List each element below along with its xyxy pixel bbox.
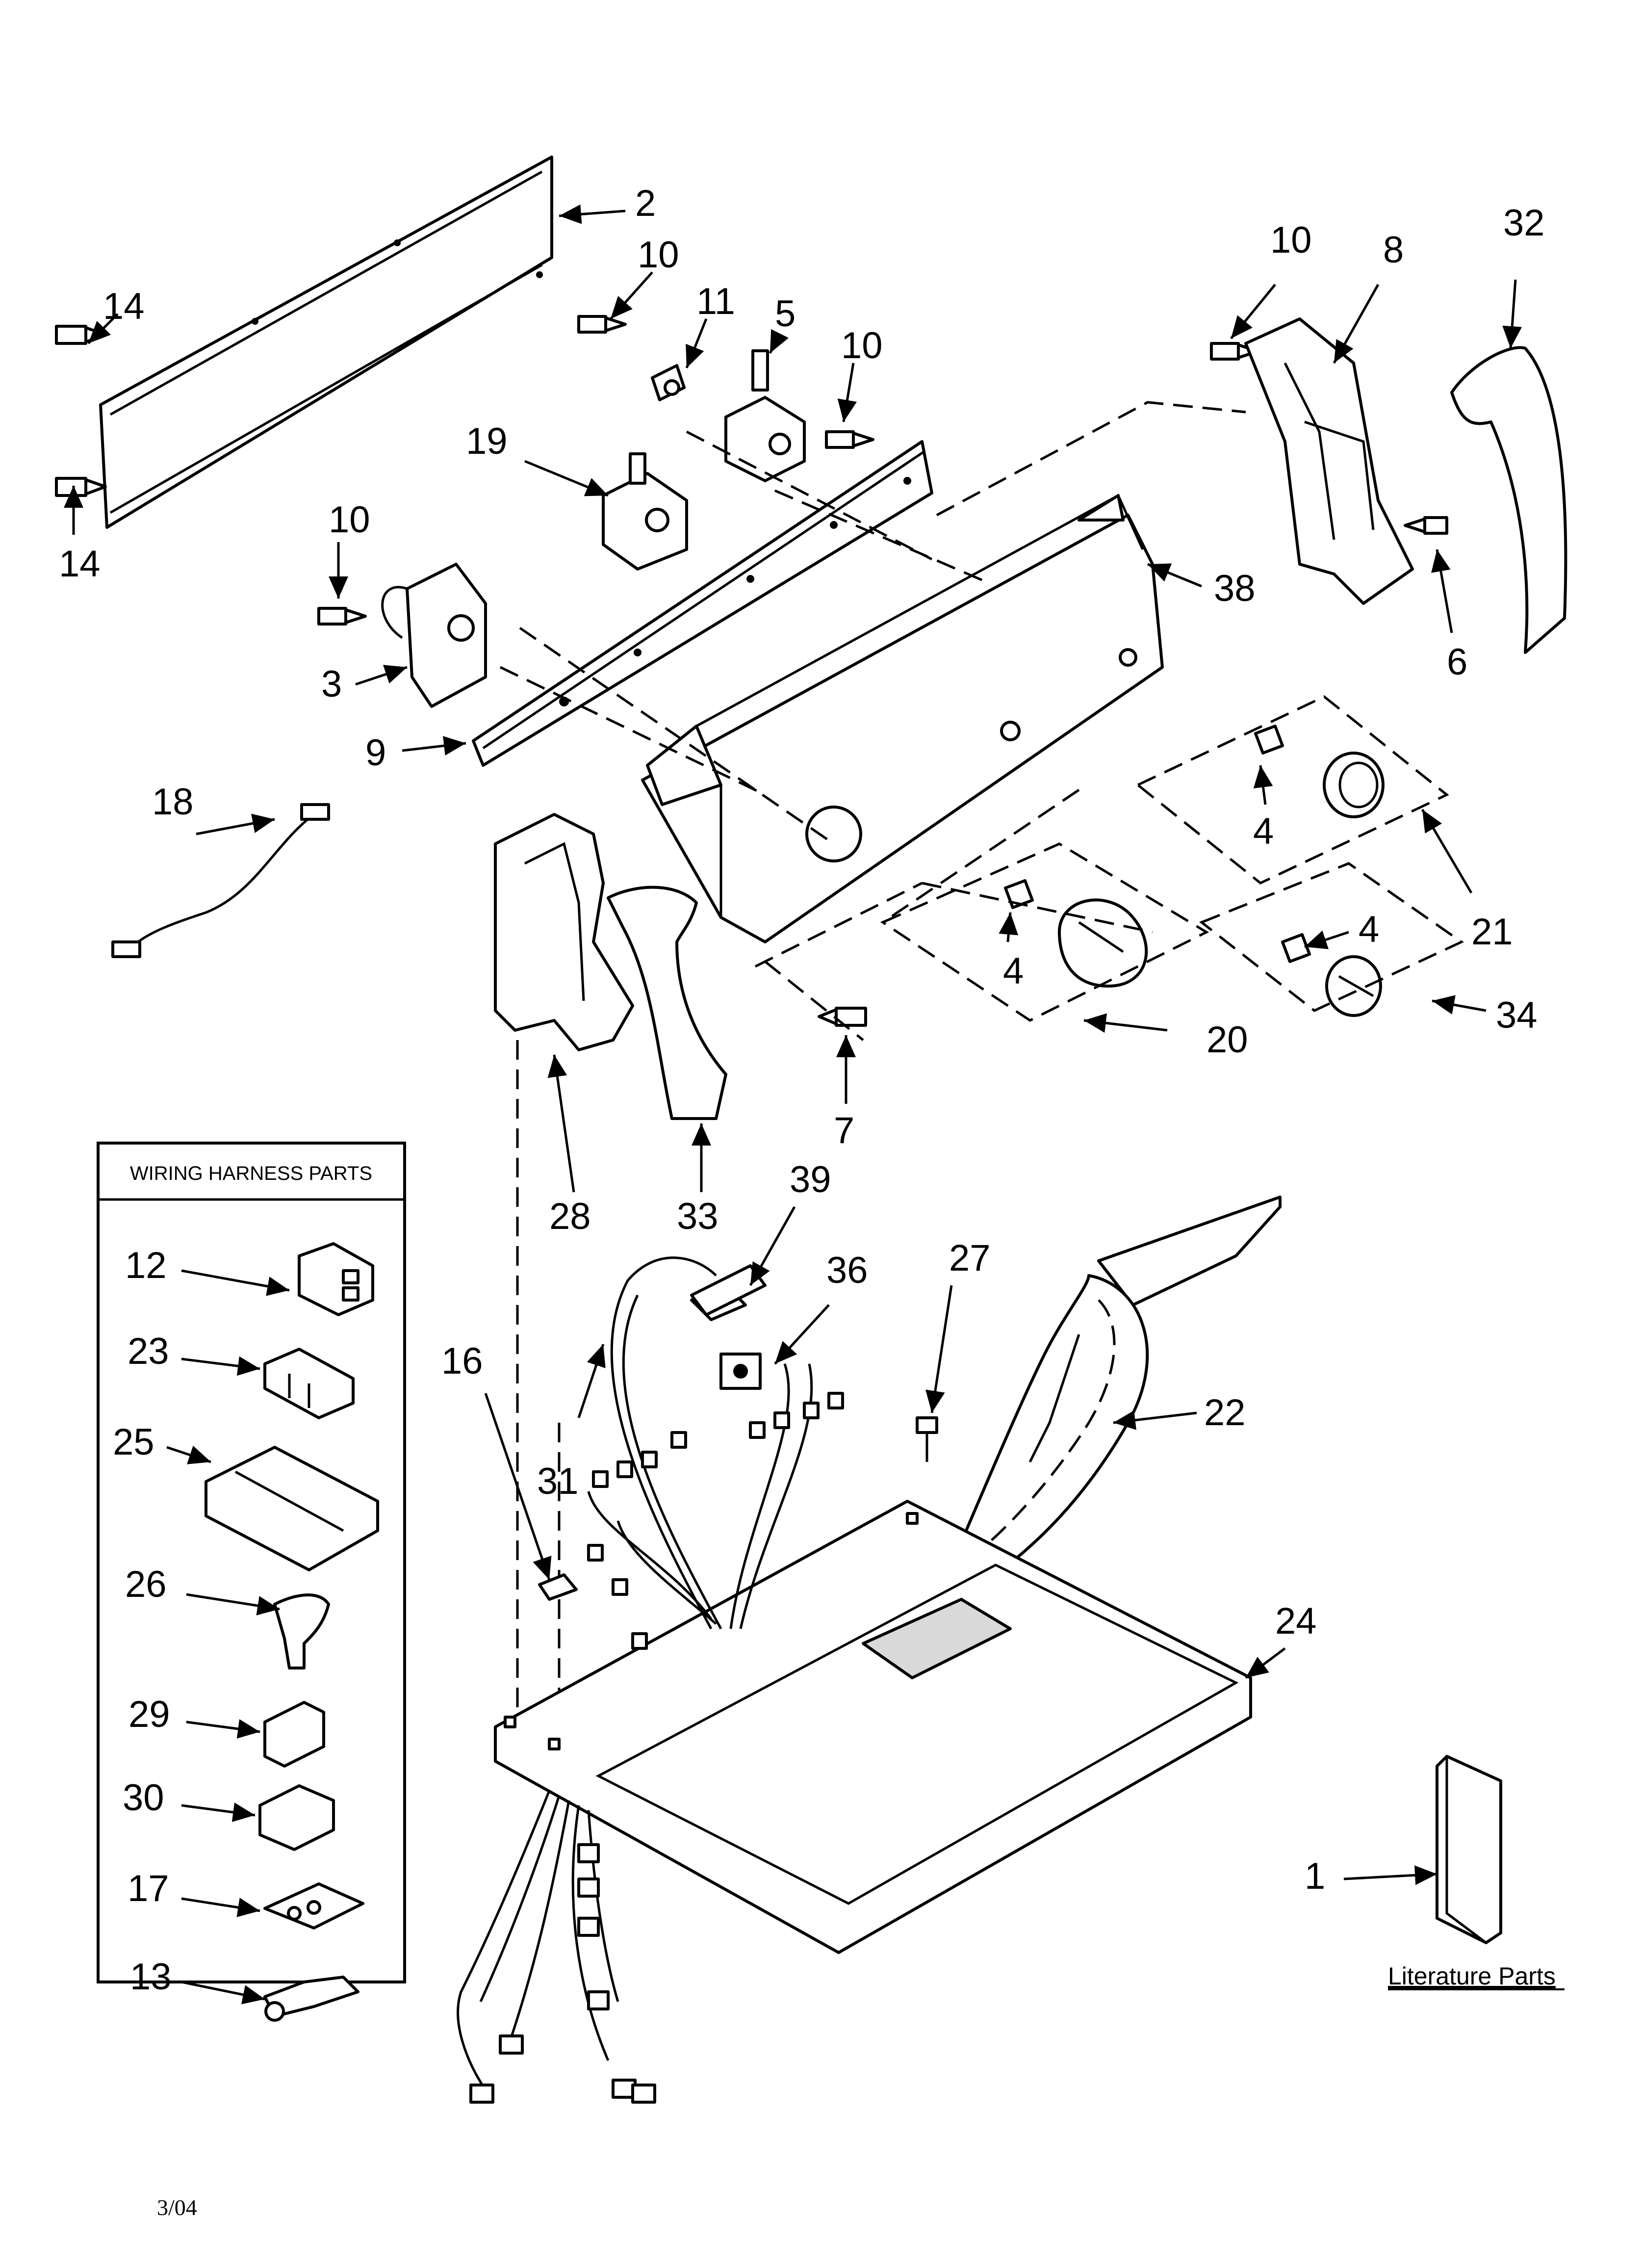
connector-part-36 <box>719 1353 762 1390</box>
callout-10-c: 10 <box>329 499 370 541</box>
wiring-item-30: 30 <box>123 1777 164 1819</box>
callout-4-c: 4 <box>1359 909 1379 950</box>
clip-part-11 <box>651 364 686 401</box>
bottom-harness-wires <box>457 1790 656 2104</box>
screw-part-10-a <box>577 315 627 334</box>
callout-39: 39 <box>790 1159 831 1200</box>
knob-part-21 <box>1254 725 1385 818</box>
wiring-item-29: 29 <box>128 1694 170 1735</box>
callout-10-a: 10 <box>638 234 679 276</box>
callout-2: 2 <box>635 182 656 224</box>
callout-14-upper: 14 <box>103 286 145 327</box>
callout-19: 19 <box>466 420 508 462</box>
console-part-38 <box>641 494 1164 943</box>
callout-3: 3 <box>321 663 342 705</box>
callout-34: 34 <box>1496 994 1538 1036</box>
wiring-item-26: 26 <box>125 1564 167 1605</box>
connector-part-29 <box>263 1701 325 1768</box>
callout-10-b: 10 <box>841 325 883 366</box>
wiring-item-12: 12 <box>125 1245 167 1286</box>
connector-part-17 <box>263 1882 364 1929</box>
switch-part-19 <box>602 452 688 571</box>
clip-part-26 <box>273 1593 330 1669</box>
callout-20: 20 <box>1206 1019 1248 1061</box>
end-cap-part-28 <box>494 813 634 1051</box>
callout-9: 9 <box>365 732 386 774</box>
terminal-part-13 <box>263 1976 359 2022</box>
switch-part-3 <box>381 563 487 708</box>
end-cap-part-8 <box>1244 317 1414 605</box>
literature-part-1 <box>1436 1755 1502 1944</box>
connector-part-39 <box>690 1264 767 1316</box>
wiring-item-17: 17 <box>128 1868 169 1909</box>
connector-part-30 <box>258 1784 335 1851</box>
switch-part-5 <box>724 349 806 482</box>
callout-7: 7 <box>834 1110 854 1151</box>
rear-panel-part-2 <box>99 156 553 529</box>
terminal-part-16 <box>538 1573 578 1601</box>
callout-32: 32 <box>1503 202 1545 244</box>
screw-part-10-b <box>825 430 874 449</box>
wire-part-18 <box>111 803 330 958</box>
wiring-box-title: WIRING HARNESS PARTS <box>130 1163 372 1184</box>
literature-parts-label: Literature Parts <box>1388 1962 1556 1990</box>
leader-arrows <box>64 204 1522 2005</box>
screw-part-14-lower <box>55 477 107 497</box>
callout-24: 24 <box>1275 1600 1317 1642</box>
callout-27: 27 <box>949 1237 991 1279</box>
callout-8: 8 <box>1383 229 1404 271</box>
connector-part-12 <box>298 1242 374 1316</box>
callout-22: 22 <box>1204 1392 1246 1434</box>
callout-38: 38 <box>1214 568 1256 609</box>
screw-part-27 <box>916 1416 938 1462</box>
callout-21: 21 <box>1471 911 1513 953</box>
wiring-item-23: 23 <box>128 1330 169 1372</box>
end-trim-part-33 <box>607 886 727 1120</box>
screw-part-10-c <box>317 607 367 626</box>
top-part-24 <box>494 1500 1252 1954</box>
callout-10-d: 10 <box>1270 219 1312 261</box>
callout-4-a: 4 <box>1253 810 1274 852</box>
screw-part-6 <box>1404 516 1448 535</box>
date-code: 3/04 <box>157 2195 197 2220</box>
callout-18: 18 <box>152 781 194 823</box>
callout-5: 5 <box>775 293 795 335</box>
callout-6: 6 <box>1447 641 1467 683</box>
connector-part-23 <box>263 1348 355 1419</box>
screw-part-7 <box>818 1007 867 1027</box>
bracket-part-9 <box>472 440 933 767</box>
lint-duct-part-22 <box>950 1196 1282 1586</box>
callout-36: 36 <box>826 1250 868 1291</box>
callout-14-lower: 14 <box>59 543 101 585</box>
callout-28: 28 <box>549 1196 591 1237</box>
knob-part-20 <box>1004 879 1148 988</box>
callout-11: 11 <box>696 281 735 322</box>
knob-part-34 <box>1281 933 1382 1017</box>
wiring-item-25: 25 <box>113 1421 154 1463</box>
callout-1: 1 <box>1305 1855 1325 1897</box>
callout-16: 16 <box>441 1340 483 1382</box>
wiring-item-13: 13 <box>130 1956 172 1998</box>
callout-labels: 2 14 14 10 11 5 10 19 10 3 9 38 10 8 32 … <box>59 182 1545 1998</box>
callout-33: 33 <box>677 1196 718 1237</box>
callout-31: 31 <box>537 1460 579 1502</box>
end-trim-part-32 <box>1450 346 1567 654</box>
connector-part-25 <box>205 1446 379 1571</box>
callout-4-b: 4 <box>1003 950 1024 992</box>
